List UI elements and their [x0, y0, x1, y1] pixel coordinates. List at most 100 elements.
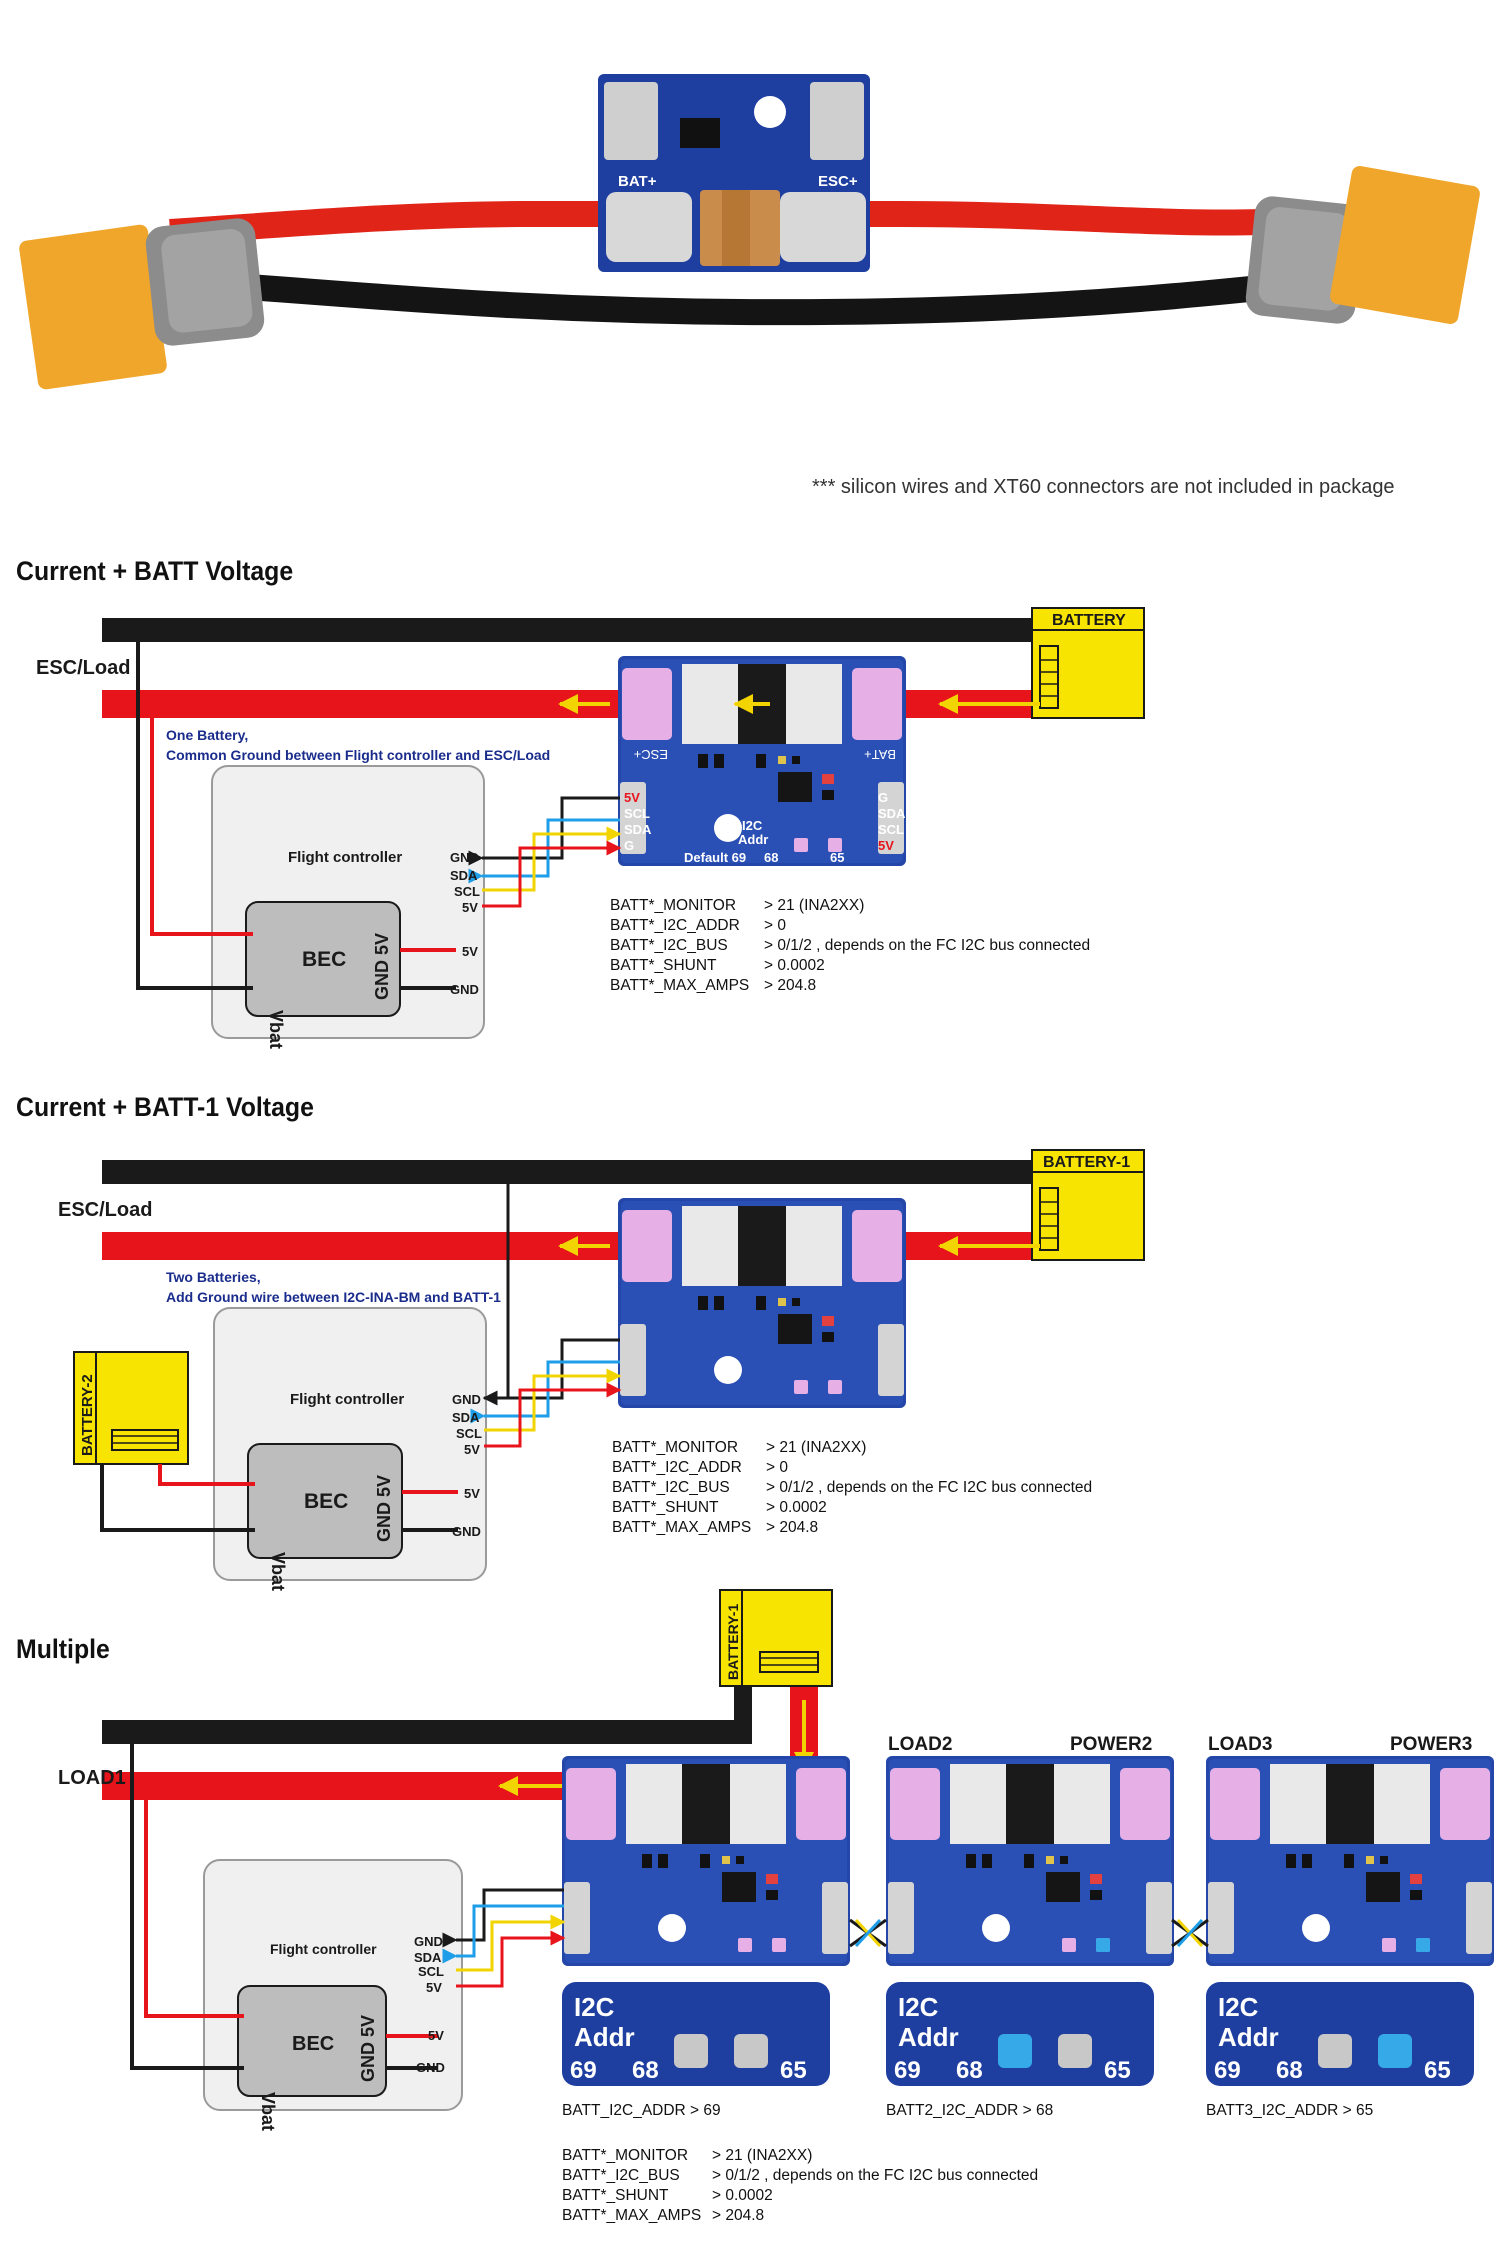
battery-2-label: BATTERY-2 — [79, 1374, 96, 1456]
zoom-i2c-1: I2C — [574, 1992, 615, 2022]
current-sensor-board-3 — [1206, 1756, 1494, 1966]
batt-addr-label-1: BATT_I2C_ADDR > 69 — [562, 2102, 721, 2119]
zoom-addr-2: Addr — [898, 2022, 959, 2052]
batt-addr-label-2: BATT2_I2C_ADDR > 68 — [886, 2102, 1054, 2119]
battery-1-label: BATTERY-1 — [1043, 1154, 1130, 1171]
fc-pin-sda: SDA — [452, 1410, 480, 1425]
section2-note-line2: Add Ground wire between I2C-INA-BM and B… — [166, 1289, 501, 1305]
section-current-batt-voltage: BATTERY ESC+ BAT+ Flight controller BEC — [102, 607, 1145, 1039]
param-key: BATT*_I2C_ADDR — [610, 917, 740, 934]
param-value: > 0/1/2 , depends on the FC I2C bus conn… — [764, 937, 1091, 954]
param-key: BATT*_SHUNT — [610, 957, 717, 974]
param-key: BATT*_MAX_AMPS — [562, 2207, 702, 2224]
params-section-2: BATT*_MONITOR > 21 (INA2XX) BATT*_I2C_ADD… — [612, 1438, 1092, 1538]
zoom-68-2: 68 — [956, 2057, 983, 2084]
param-row: BATT*_I2C_BUS> 0/1/2 , depends on the FC… — [610, 936, 1090, 956]
zoom-65-3: 65 — [1424, 2057, 1451, 2084]
flight-controller-label: Flight controller — [290, 1391, 404, 1408]
product-photo: BAT+ ESC+ — [19, 74, 1480, 390]
param-value: > 204.8 — [712, 2207, 765, 2224]
board-left-sda: SDA — [624, 822, 652, 837]
fc-pin-sda: SDA — [414, 1950, 442, 1965]
param-value: > 0/1/2 , depends on the FC I2C bus conn… — [766, 1479, 1093, 1496]
bec-gnd5v-label: GND 5V — [372, 933, 392, 1000]
section2-note-line1: Two Batteries, — [166, 1269, 261, 1285]
bec-out-5v: 5V — [428, 2028, 444, 2043]
bec-label: BEC — [304, 1490, 348, 1513]
param-key: BATT*_MAX_AMPS — [610, 977, 750, 994]
board-bat-label: BAT+ — [864, 747, 896, 762]
param-row: BATT*_I2C_BUS> 0/1/2 , depends on the FC… — [612, 1478, 1092, 1498]
param-key: BATT*_MONITOR — [612, 1439, 739, 1456]
power2-label: POWER2 — [1070, 1734, 1152, 1755]
param-value: > 0 — [766, 1459, 788, 1476]
flight-controller-label: Flight controller — [288, 849, 402, 866]
bec-label: BEC — [302, 948, 346, 971]
param-row: BATT*_SHUNT > 0.0002 — [610, 956, 1090, 976]
board-esc-label: ESC+ — [634, 747, 668, 762]
flight-controller-label: Flight controller — [270, 1941, 377, 1957]
xt60-right-connector-image — [1245, 166, 1480, 324]
fc-pin-5v: 5V — [426, 1980, 442, 1995]
fc-pin-gnd: GND — [450, 850, 479, 865]
param-value: > 21 (INA2XX) — [764, 897, 865, 914]
zoom-65-1: 65 — [780, 2057, 807, 2084]
param-row: BATT*_SHUNT> 0.0002 — [612, 1498, 1092, 1518]
param-key: BATT*_I2C_BUS — [562, 2167, 680, 2184]
board-left-g: G — [624, 838, 634, 853]
param-row: BATT*_MONITOR> 21 (INA2XX) — [562, 2146, 1038, 2166]
bec-label: BEC — [292, 2033, 334, 2055]
board-68-label: 68 — [764, 850, 778, 865]
section-title-1: Current + BATT Voltage — [16, 556, 294, 586]
battery-label: BATTERY — [1052, 612, 1126, 629]
bec-out-5v: 5V — [464, 1486, 480, 1501]
load-label-2: ESC/Load — [58, 1199, 152, 1221]
section-title-3: Multiple — [16, 1634, 110, 1664]
bec-gnd5v-label: GND 5V — [358, 2015, 378, 2082]
sensor-board-photo: BAT+ ESC+ — [598, 74, 870, 272]
current-sensor-board-1 — [562, 1756, 850, 1966]
param-value: > 21 (INA2XX) — [766, 1439, 867, 1456]
load-label-1: ESC/Load — [36, 657, 130, 679]
fc-pin-sda: SDA — [450, 868, 478, 883]
zoom-addr-1: Addr — [574, 2022, 635, 2052]
board-addr-label: Addr — [738, 832, 768, 847]
bec-out-gnd: GND — [452, 1524, 481, 1539]
params-section-3: BATT*_MONITOR> 21 (INA2XX) BATT*_I2C_BUS… — [562, 2146, 1038, 2226]
fc-pin-5v: 5V — [464, 1442, 480, 1457]
zoom-addr-3: Addr — [1218, 2022, 1279, 2052]
current-sensor-board — [618, 1198, 906, 1408]
bec-module — [245, 901, 401, 1017]
bec-module — [247, 1443, 403, 1559]
bec-vbat-label: Vbat — [268, 1552, 288, 1591]
batt-addr-label-3: BATT3_I2C_ADDR > 65 — [1206, 2102, 1374, 2119]
param-key: BATT*_SHUNT — [612, 1499, 719, 1516]
battery-icon: BATTERY — [1031, 607, 1145, 719]
param-row: BATT*_MONITOR > 21 (INA2XX) — [610, 896, 1090, 916]
param-row: BATT*_MAX_AMPS> 204.8 — [612, 1518, 1092, 1538]
battery-2-icon — [73, 1351, 189, 1465]
param-key: BATT*_MONITOR — [610, 897, 737, 914]
param-value: > 0.0002 — [764, 957, 825, 974]
bec-out-gnd: GND — [416, 2060, 445, 2075]
param-key: BATT*_MAX_AMPS — [612, 1519, 752, 1536]
load3-label: LOAD3 — [1208, 1734, 1272, 1755]
bec-vbat-label: Vbat — [258, 2092, 278, 2131]
param-key: BATT*_MONITOR — [562, 2147, 689, 2164]
bec-vbat-label: Vbat — [266, 1010, 286, 1049]
fc-pin-gnd: GND — [452, 1392, 481, 1407]
zoom-65-2: 65 — [1104, 2057, 1131, 2084]
param-row: BATT*_I2C_ADDR > 0 — [610, 916, 1090, 936]
param-key: BATT*_I2C_ADDR — [612, 1459, 742, 1476]
battery-1-icon — [719, 1589, 833, 1687]
zoom-i2c-2: I2C — [898, 1992, 939, 2022]
board-right-scl: SCL — [878, 822, 904, 837]
bec-out-gnd: GND — [450, 982, 479, 997]
param-value: > 204.8 — [764, 977, 817, 994]
fc-pin-scl: SCL — [454, 884, 480, 899]
param-value: > 0 — [764, 917, 786, 934]
zoom-i2c-3: I2C — [1218, 1992, 1259, 2022]
board-right-sda: SDA — [878, 806, 906, 821]
board-left-scl: SCL — [624, 806, 650, 821]
